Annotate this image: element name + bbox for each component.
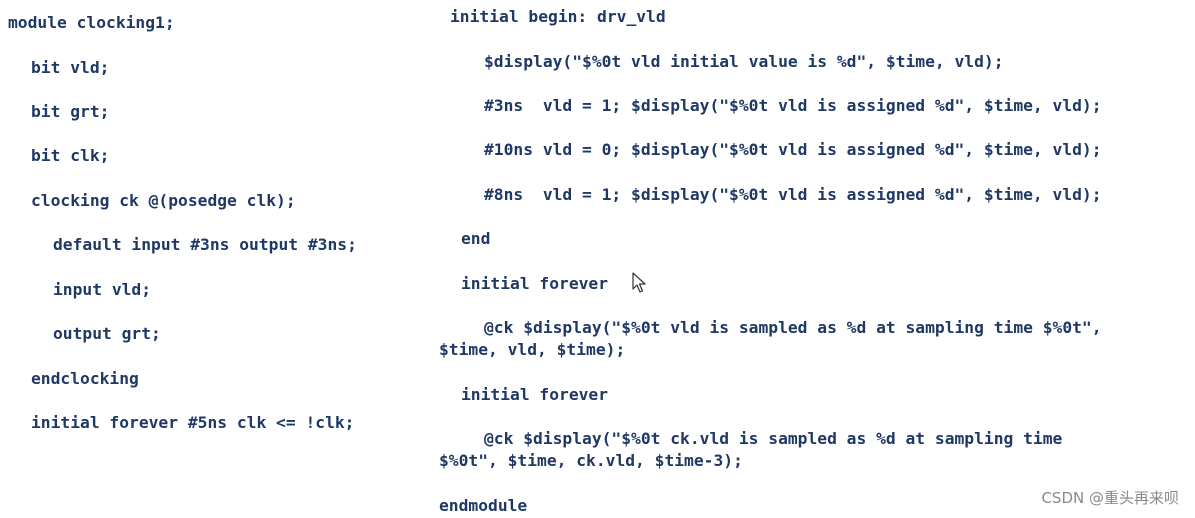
code-line: bit vld; — [31, 58, 110, 77]
code-line: #10ns vld = 0; $display("$%0t vld is ass… — [484, 140, 1102, 159]
code-line: output grt; — [53, 324, 161, 343]
code-line: initial forever — [461, 274, 609, 293]
code-line: #8ns vld = 1; $display("$%0t vld is assi… — [484, 185, 1102, 204]
code-line: #3ns vld = 1; $display("$%0t vld is assi… — [484, 96, 1102, 115]
code-line: endclocking — [31, 369, 139, 388]
code-line: $%0t", $time, ck.vld, $time-3); — [439, 451, 743, 470]
code-line: bit clk; — [31, 146, 110, 165]
code-line: end — [461, 229, 491, 248]
code-line: bit grt; — [31, 102, 110, 121]
code-line: initial begin: drv_vld — [450, 7, 666, 26]
code-line: initial forever #5ns clk <= !clk; — [31, 413, 355, 432]
watermark: CSDN @重头再来呗 — [1041, 489, 1179, 507]
code-line: default input #3ns output #3ns; — [53, 235, 357, 254]
code-line: initial forever — [461, 385, 609, 404]
code-line: @ck $display("$%0t vld is sampled as %d … — [484, 318, 1102, 337]
code-line: $display("$%0t vld initial value is %d",… — [484, 52, 1004, 71]
code-line: clocking ck @(posedge clk); — [31, 191, 296, 210]
mouse-pointer-icon — [632, 272, 646, 293]
code-line: module clocking1; — [8, 13, 175, 32]
code-line: $time, vld, $time); — [439, 340, 626, 359]
code-line: @ck $display("$%0t ck.vld is sampled as … — [484, 429, 1063, 448]
code-line: input vld; — [53, 280, 152, 299]
code-line: endmodule — [439, 496, 528, 515]
